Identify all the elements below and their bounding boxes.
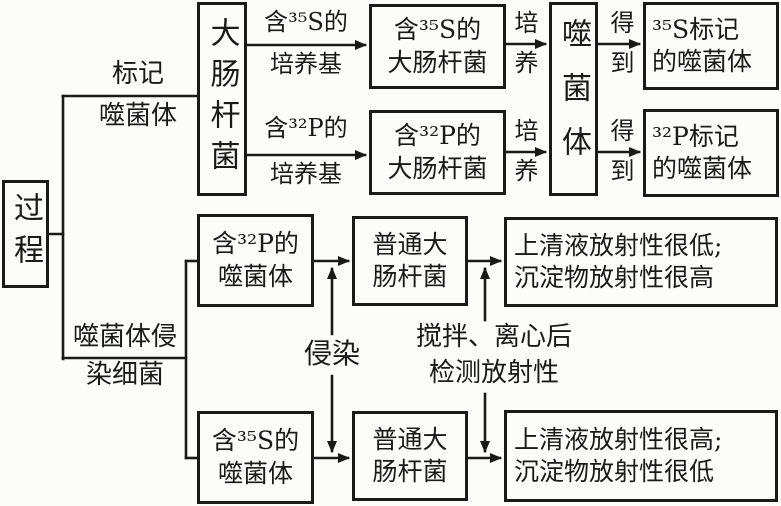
box-phage-35s-line1: 含³⁵S的 (211, 426, 300, 455)
label-medium-32p-line2: 培养基 (270, 160, 342, 188)
box-normal-ecoli-bottom-line1: 普通大 (372, 424, 448, 454)
label-branch-top-line2: 噬菌体 (98, 101, 177, 131)
box-result-35s-line2: 的噬菌体 (652, 47, 753, 76)
label-detect-line2: 检测放射性 (428, 358, 559, 388)
box-ecoli-source: 大肠杆菌 (197, 2, 247, 196)
box-result-32p-line2: 的噬菌体 (652, 154, 753, 183)
label-medium-35s-line1: 含³⁵S的 (264, 8, 348, 36)
box-normal-ecoli-bottom: 普通大 肠杆菌 (352, 411, 468, 501)
box-ecoli-32p-line2: 大肠杆菌 (387, 153, 488, 183)
label-obtain-top: 得到 (606, 10, 634, 90)
box-normal-ecoli-top-line2: 肠杆菌 (372, 262, 448, 291)
box-normal-ecoli-top-line1: 普通大 (372, 229, 448, 259)
box-normal-ecoli-bottom-line2: 肠杆菌 (372, 457, 448, 486)
result-supernatant-low-line2: 沉淀物放射性很高 (514, 263, 715, 292)
box-ecoli-32p: 含³²P的 大肠杆菌 (369, 110, 506, 195)
box-result-35s-phage: ³⁵S标记 的噬菌体 (643, 2, 779, 90)
box-phage-35s-line2: 噬菌体 (217, 458, 293, 488)
label-detect-line1: 搅拌、离心后 (415, 322, 572, 352)
box-result-32p-line1: ³²P标记 (652, 121, 739, 151)
label-medium-35s-line2: 培养基 (270, 50, 342, 78)
box-ecoli-35s: 含³⁵S的 大肠杆菌 (369, 4, 506, 89)
label-culture-bottom: 培养 (510, 118, 538, 198)
box-ecoli-35s-line1: 含³⁵S的 (393, 15, 482, 44)
box-normal-ecoli-top: 普通大 肠杆菌 (352, 216, 468, 306)
box-ecoli-32p-line1: 含³²P的 (394, 121, 481, 150)
label-branch-bottom-line2: 染细菌 (85, 360, 164, 390)
label-infect: 侵染 (303, 337, 360, 370)
box-ecoli-35s-line2: 大肠杆菌 (387, 47, 488, 77)
label-branch-top-line1: 标记 (111, 59, 164, 89)
box-phage: 噬菌体 (549, 2, 598, 196)
result-supernatant-high-line1: 上清液放射性很高; (514, 424, 723, 454)
result-supernatant-low-line1: 上清液放射性很低; (514, 230, 723, 260)
box-phage-32p-line2: 噬菌体 (217, 261, 293, 291)
box-phage-32p-line1: 含³²P的 (212, 229, 299, 258)
label-branch-bottom-line1: 噬菌体侵 (72, 322, 177, 352)
label-medium-32p-line1: 含³²P的 (264, 114, 348, 142)
box-process-root: 过程 (2, 180, 49, 288)
label-obtain-bottom: 得到 (606, 118, 634, 198)
box-result-35s-line1: ³⁵S标记 (652, 14, 740, 44)
box-result-supernatant-low: 上清液放射性很低; 沉淀物放射性很高 (504, 217, 778, 307)
label-culture-top: 培养 (510, 10, 538, 90)
result-supernatant-high-line2: 沉淀物放射性很低 (514, 457, 715, 486)
box-result-32p-phage: ³²P标记 的噬菌体 (643, 109, 779, 197)
box-phage-32p: 含³²P的 噬菌体 (197, 214, 314, 307)
box-phage-35s: 含³⁵S的 噬菌体 (197, 411, 314, 504)
box-result-supernatant-high: 上清液放射性很高; 沉淀物放射性很低 (504, 410, 778, 502)
